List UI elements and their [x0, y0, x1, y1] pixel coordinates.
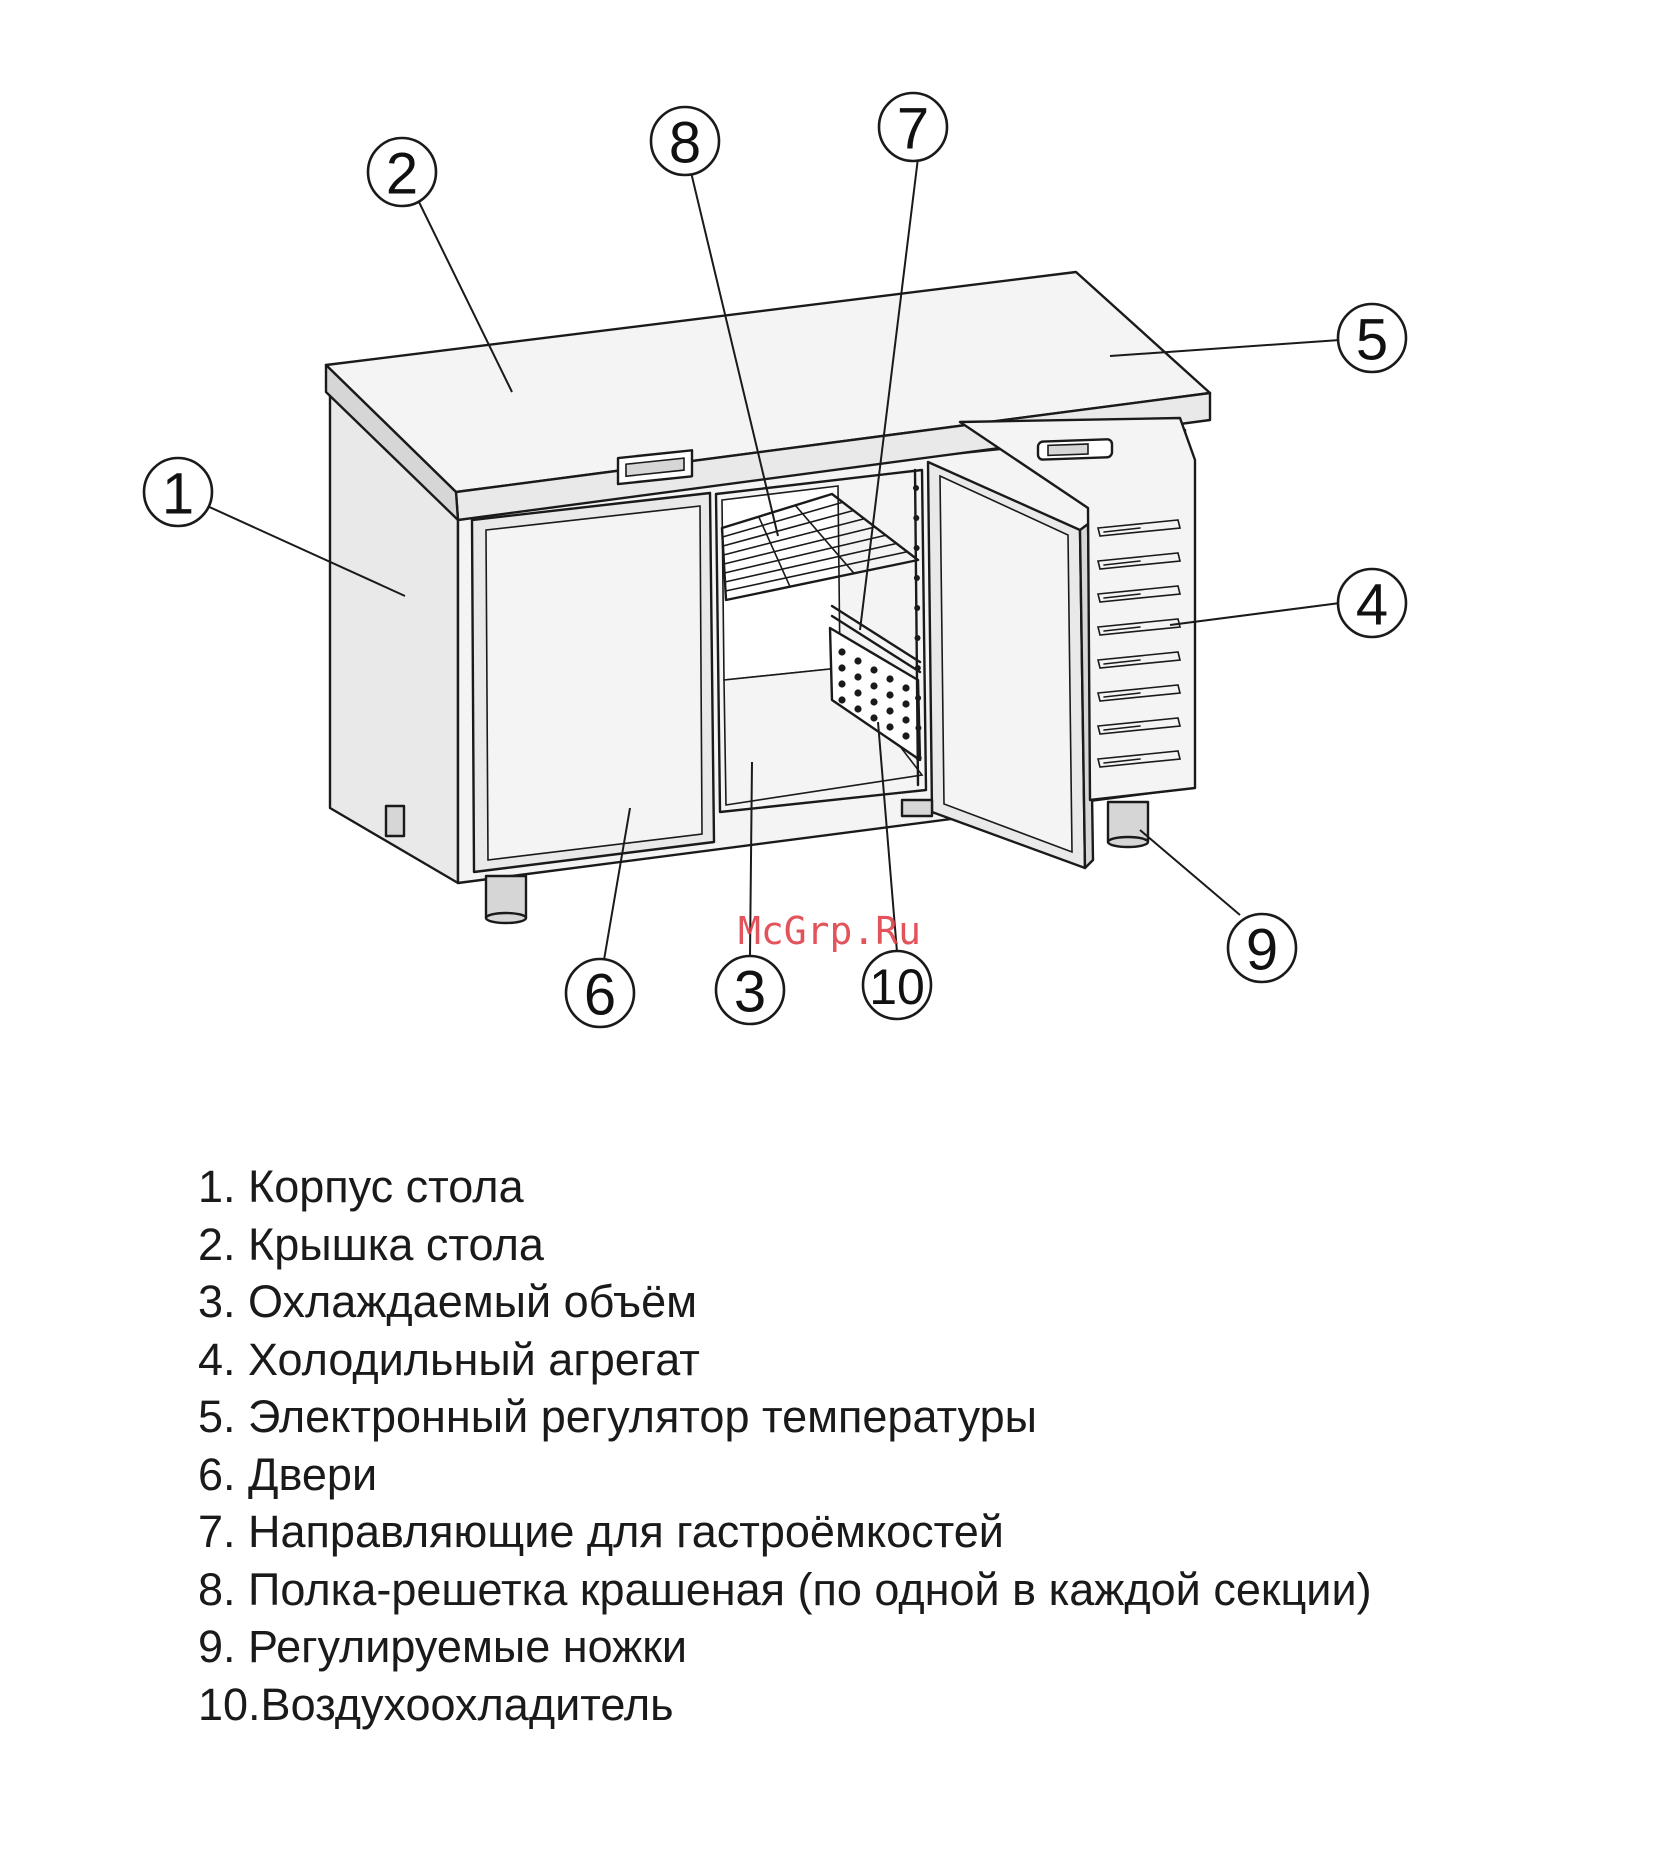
legend-item-6: 6. Двери: [198, 1446, 1372, 1504]
callout-8: 8: [651, 107, 719, 176]
refrigerated-table-diagram: 1 2 3 4 5 6 7 8 9 10 McGrp.Ru: [0, 0, 1675, 1100]
callout-9-label: 9: [1246, 918, 1278, 983]
foot-front-right-bottom: [1108, 837, 1148, 847]
legend-item-3: 3. Охлаждаемый объём: [198, 1273, 1372, 1331]
rail-hole: [914, 545, 920, 551]
foot-door-hinge: [902, 800, 932, 816]
perforation-hole: [902, 732, 909, 739]
perforation-hole: [854, 705, 861, 712]
legend-item-5: 5. Электронный регулятор температуры: [198, 1388, 1372, 1446]
legend-item-1: 1. Корпус стола: [198, 1158, 1372, 1216]
legend-item-9: 9. Регулируемые ножки: [198, 1618, 1372, 1676]
foot-front-left: [486, 876, 526, 918]
perforation-hole: [902, 716, 909, 723]
callout-1-label: 1: [162, 462, 194, 527]
perforation-hole: [870, 698, 877, 705]
watermark-text: McGrp.Ru: [738, 909, 921, 953]
callout-10-label: 10: [869, 959, 925, 1015]
rail-hole: [914, 605, 920, 611]
callout-6: 6: [566, 959, 634, 1028]
callout-2: 2: [368, 138, 436, 207]
rail-hole: [913, 485, 919, 491]
leader-9: [1140, 830, 1240, 915]
callout-3: 3: [716, 956, 784, 1025]
perforation-hole: [870, 682, 877, 689]
callout-2-label: 2: [386, 142, 418, 207]
callout-10: 10: [863, 951, 931, 1019]
perforation-hole: [854, 657, 861, 664]
callout-1: 1: [144, 458, 212, 527]
callout-4-label: 4: [1356, 573, 1388, 638]
callout-9: 9: [1228, 914, 1296, 983]
callout-7: 7: [879, 93, 947, 162]
rail-hole: [915, 725, 921, 731]
compartment-back-wall: [722, 486, 840, 680]
legend-item-8: 8. Полка-решетка крашеная (по одной в ка…: [198, 1561, 1372, 1619]
legend-item-7: 7. Направляющие для гастроёмкостей: [198, 1503, 1372, 1561]
perforation-hole: [838, 664, 845, 671]
perforation-hole: [886, 723, 893, 730]
perforation-hole: [886, 707, 893, 714]
temperature-controller-display: [1048, 444, 1088, 455]
callout-6-label: 6: [584, 963, 616, 1028]
perforation-hole: [838, 696, 845, 703]
legend-item-4: 4. Холодильный агрегат: [198, 1331, 1372, 1389]
callout-5-label: 5: [1356, 308, 1388, 373]
perforation-hole: [838, 680, 845, 687]
perforation-hole: [854, 673, 861, 680]
perforation-hole: [902, 684, 909, 691]
rail-hole: [915, 665, 921, 671]
rail-hole: [913, 515, 919, 521]
closed-door-inner: [486, 506, 702, 860]
callout-4: 4: [1338, 569, 1406, 638]
foot-front-left-bottom: [486, 913, 526, 923]
rail-hole: [916, 755, 922, 761]
perforation-hole: [870, 714, 877, 721]
perforation-hole: [854, 689, 861, 696]
open-door-gasket: [940, 476, 1072, 852]
perforation-hole: [870, 666, 877, 673]
perforation-hole: [838, 648, 845, 655]
callout-8-label: 8: [669, 111, 701, 176]
callout-5: 5: [1338, 304, 1406, 373]
legend-item-2: 2. Крышка стола: [198, 1216, 1372, 1274]
parts-legend: 1. Корпус стола 2. Крышка стола 3. Охлаж…: [198, 1158, 1372, 1733]
rail-hole: [915, 635, 921, 641]
perforation-hole: [886, 691, 893, 698]
foot-back-left: [386, 806, 404, 836]
perforation-hole: [886, 675, 893, 682]
rail-hole: [915, 695, 921, 701]
rail-hole: [914, 575, 920, 581]
perforation-hole: [902, 700, 909, 707]
callout-7-label: 7: [897, 97, 929, 162]
callout-3-label: 3: [734, 960, 766, 1025]
legend-item-10: 10.Воздухоохладитель: [198, 1676, 1372, 1734]
